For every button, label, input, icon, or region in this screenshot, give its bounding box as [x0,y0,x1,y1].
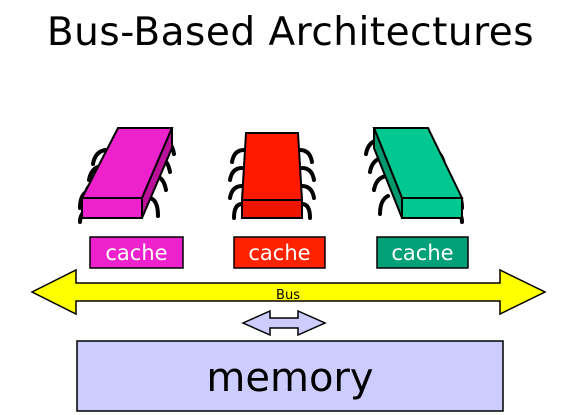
cache-box-3: cache [376,236,469,269]
processor-chip-1 [78,127,176,224]
processor-chip-3 [364,127,464,224]
cache-box-1: cache [89,236,184,269]
chip-front-2 [241,199,303,219]
cache-label-1: cache [105,241,167,265]
memory-connector-arrow [241,309,327,337]
chip-top-2 [240,132,304,201]
chip-front-3 [401,197,463,219]
chip-side-1 [141,127,173,219]
bus-arrow: Bus [30,268,547,316]
chip-side-3 [373,127,403,219]
cache-box-2: cache [233,236,326,269]
memory-label: memory [206,355,373,401]
memory-block: memory [76,340,504,412]
processor-chip-2 [228,132,316,220]
cache-label-2: cache [248,241,310,265]
slide-title: Bus-Based Architectures [46,10,535,55]
cache-label-3: cache [391,241,453,265]
chip-front-1 [81,197,143,219]
bus-label: Bus [276,288,300,303]
